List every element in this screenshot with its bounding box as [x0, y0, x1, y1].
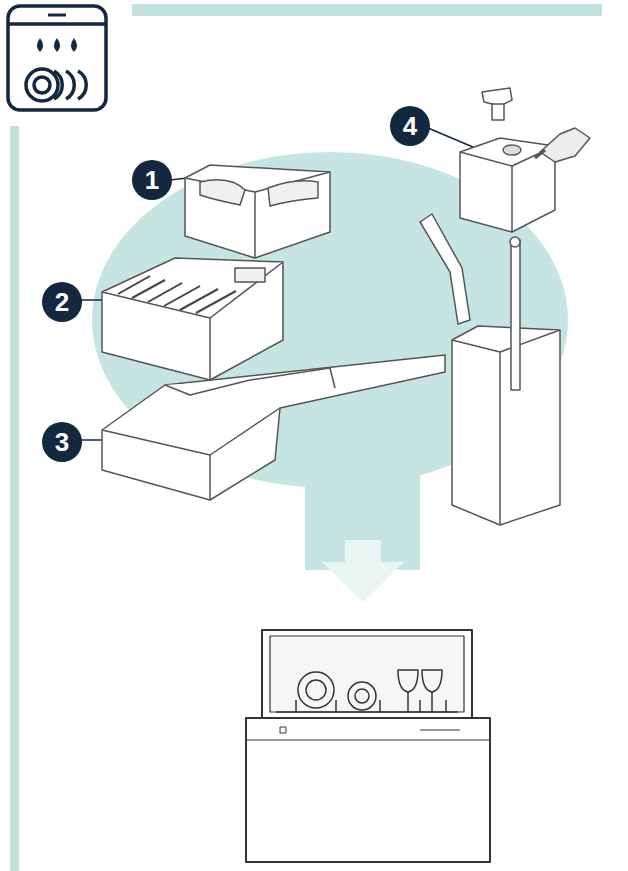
header-bar — [132, 4, 602, 16]
part-1 — [185, 165, 330, 258]
side-bar — [10, 126, 19, 871]
dishwasher — [246, 630, 490, 862]
elbow-tube — [420, 214, 470, 324]
part-4 — [460, 88, 590, 232]
milk-container — [452, 237, 560, 525]
down-arrow — [322, 562, 404, 602]
callout-number: 4 — [390, 106, 430, 146]
flow-band — [305, 470, 420, 570]
part-3 — [102, 355, 445, 500]
callout-number: 3 — [42, 422, 82, 462]
callout-number: 2 — [42, 282, 82, 322]
dishwasher-icon — [8, 6, 106, 110]
down-arrow-shaft — [345, 540, 381, 564]
callout-number: 1 — [132, 160, 172, 200]
part-2 — [102, 258, 283, 380]
drops — [37, 38, 77, 52]
